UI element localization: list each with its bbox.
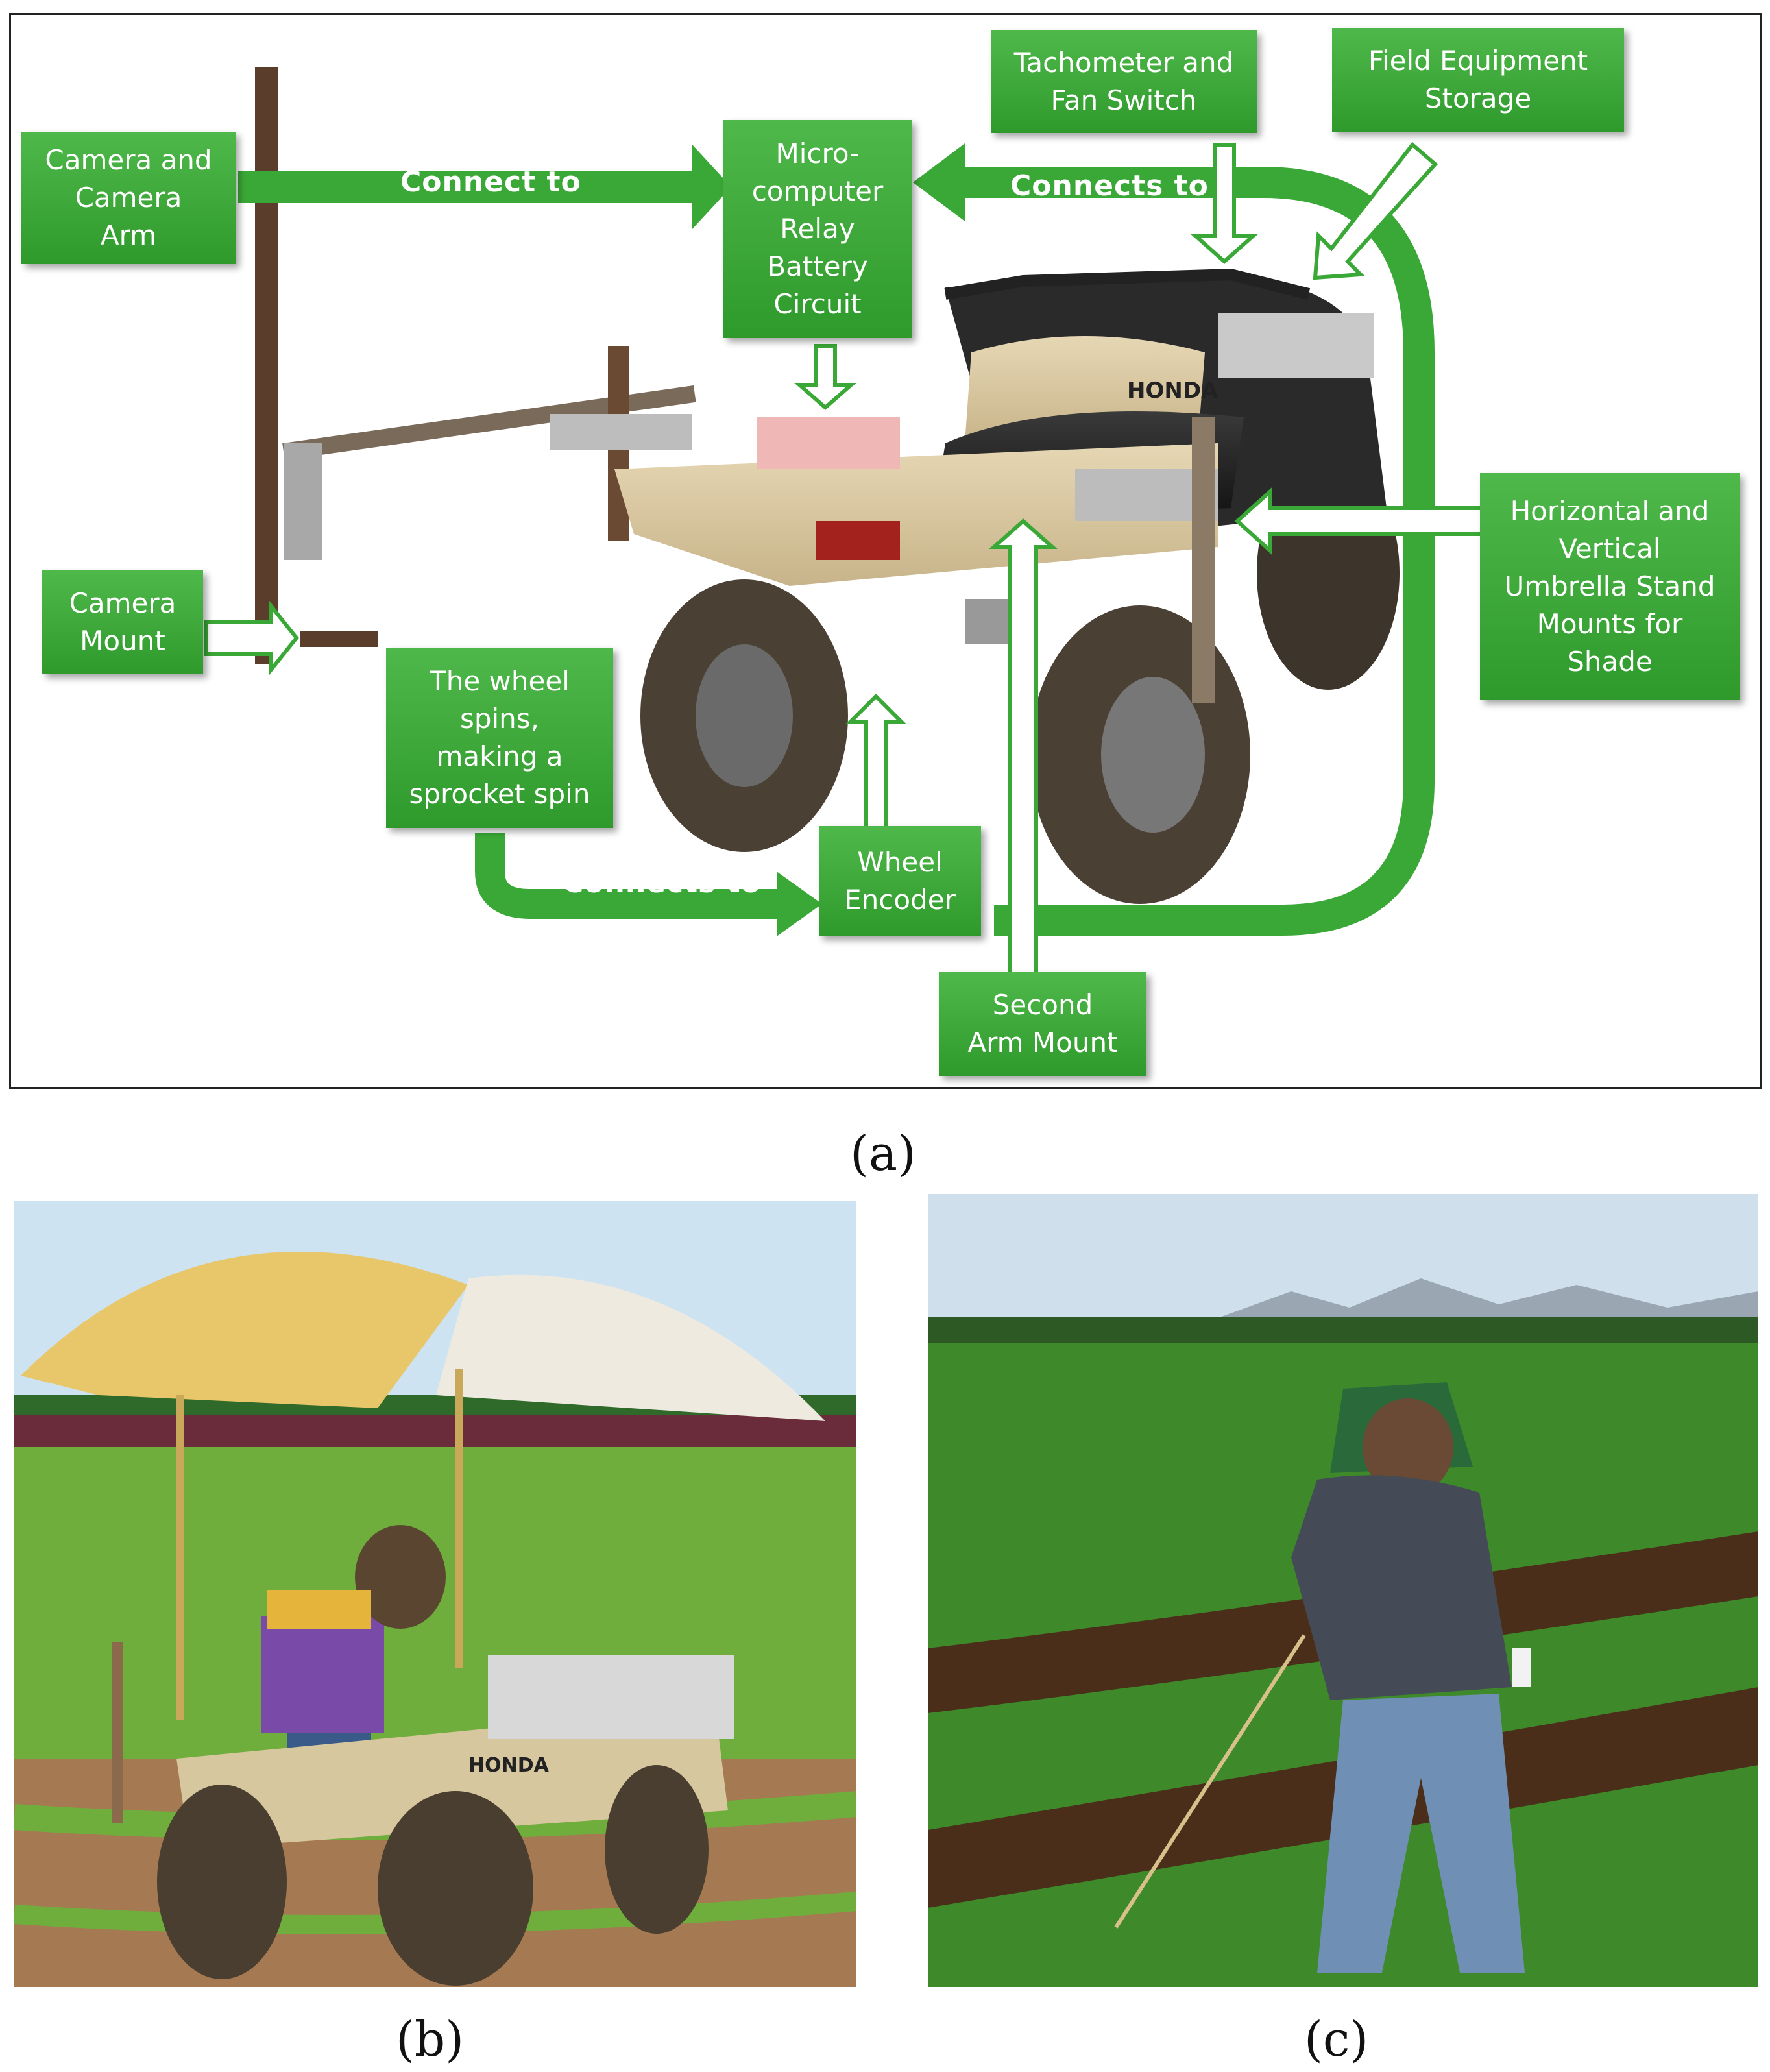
box-wheel-encoder: Wheel Encoder xyxy=(819,826,981,936)
box-camera-arm: Camera and Camera Arm xyxy=(21,132,236,264)
caption-b: (b) xyxy=(396,2012,464,2067)
photo-b-atv-with-umbrellas: HONDA xyxy=(14,1201,856,1987)
arrow-label-connect-to: Connect to xyxy=(400,165,581,199)
atv-brand-text: HONDA xyxy=(1127,378,1218,404)
arrow-computer-down xyxy=(799,346,851,408)
arrow-label-connects-to-bottom: Connects to xyxy=(563,866,761,899)
caption-c: (c) xyxy=(1304,2012,1368,2067)
box-second-arm: Second Arm Mount xyxy=(939,972,1146,1076)
arrow-encoder-up xyxy=(850,696,902,829)
camera-arm-photo xyxy=(255,67,696,664)
photo-b-brand-text: HONDA xyxy=(468,1754,550,1777)
arrow-tachometer-down xyxy=(1195,145,1254,262)
atv-photo: HONDA xyxy=(614,274,1400,904)
box-microcomputer: Micro- computer Relay Battery Circuit xyxy=(723,120,912,338)
photo-c-man-in-field xyxy=(928,1194,1758,1987)
box-umbrella-mounts: Horizontal and Vertical Umbrella Stand M… xyxy=(1480,473,1740,700)
box-camera-mount: Camera Mount xyxy=(42,570,203,674)
loop-arrow-head xyxy=(913,143,965,221)
caption-a: (a) xyxy=(850,1126,916,1182)
box-field-storage: Field Equipment Storage xyxy=(1332,28,1624,132)
box-tachometer: Tachometer and Fan Switch xyxy=(991,30,1257,133)
panel-a-diagram: HONDA Connect xyxy=(9,13,1762,1089)
arrow-label-connects-to-top: Connects to xyxy=(1010,169,1209,202)
box-wheel-spins: The wheel spins, making a sprocket spin xyxy=(386,648,613,828)
arrow-camera-mount xyxy=(206,605,297,670)
